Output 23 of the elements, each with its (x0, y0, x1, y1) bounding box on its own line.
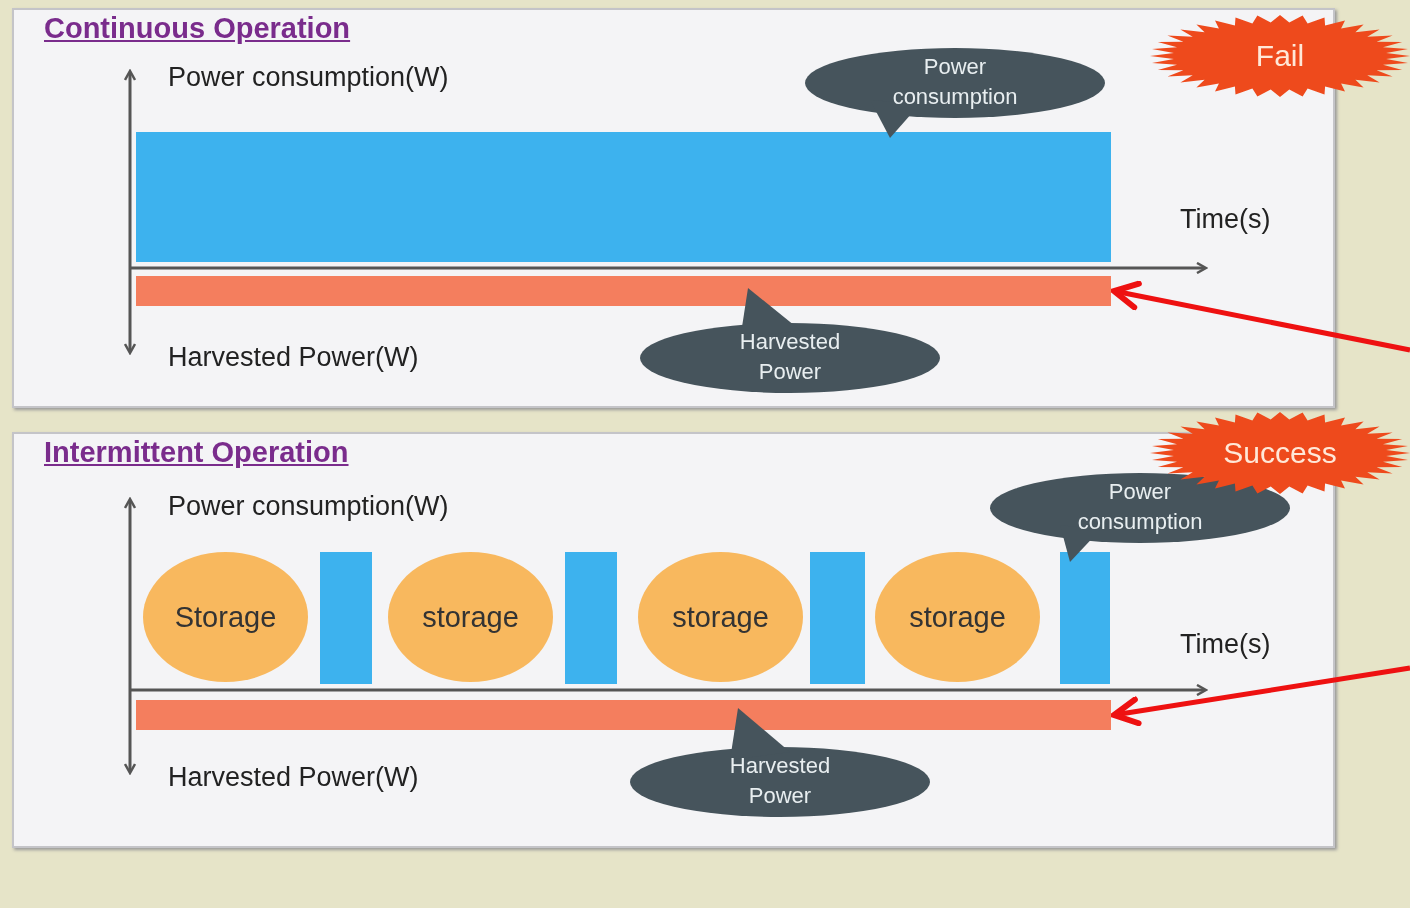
panel-heading: Intermittent Operation (44, 436, 349, 469)
axis-label: Harvested Power(W) (168, 762, 419, 793)
chart-panel (12, 8, 1335, 408)
arrow (1111, 665, 1410, 727)
axis-label: Harvested Power(W) (168, 342, 419, 373)
storage-circle: Storage (143, 552, 308, 682)
power-bar (1060, 552, 1110, 684)
power-bar (136, 132, 1111, 262)
axis-label: Power consumption(W) (168, 491, 449, 522)
axis-label: Time(s) (1180, 204, 1271, 235)
storage-circle: storage (388, 552, 553, 682)
arrow (1111, 280, 1410, 353)
axis-label: Time(s) (1180, 629, 1271, 660)
panel-heading: Continuous Operation (44, 12, 351, 45)
storage-circle: storage (875, 552, 1040, 682)
power-bar (136, 276, 1111, 306)
chart-panel (12, 432, 1335, 848)
power-bar (136, 700, 1111, 730)
axis-label: Power consumption(W) (168, 62, 449, 93)
power-bar (565, 552, 617, 684)
power-bar (810, 552, 865, 684)
power-bar (320, 552, 372, 684)
storage-circle: storage (638, 552, 803, 682)
